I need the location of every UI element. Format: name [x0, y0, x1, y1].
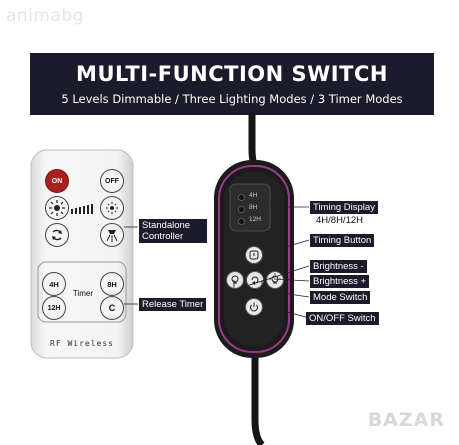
remote-release-timer-button[interactable]: C	[100, 296, 124, 320]
switch-indicator-4h-label: 4H	[249, 192, 258, 199]
brightness-level-icon	[71, 204, 93, 214]
watermark-logo-bottom: BAZAR	[367, 409, 445, 431]
switch-indicator-12h-label: 12H	[249, 216, 261, 223]
led-12h-indicator	[238, 218, 245, 225]
remote-brightness-up-button[interactable]	[100, 196, 124, 220]
banner-title: MULTI-FUNCTION SWITCH	[76, 62, 388, 86]
callout-timing-values: 4H/8H/12H	[316, 215, 363, 226]
led-8h-indicator	[238, 206, 245, 213]
remote-timer-8h-label: 8H	[107, 279, 117, 289]
remote-timer-4h-label: 4H	[49, 279, 59, 289]
remote-timer-4h-button[interactable]: 4H	[42, 272, 66, 296]
callout-mode-switch: Mode Switch	[310, 291, 371, 304]
banner-subtitle: 5 Levels Dimmable / Three Lighting Modes…	[61, 92, 403, 106]
callout-timing-button: Timing Button	[310, 234, 375, 247]
callout-timing-display: Timing Display	[310, 201, 378, 214]
cycle-arrows-icon	[52, 229, 62, 241]
remote-on-button[interactable]: ON	[45, 169, 69, 193]
remote-mode-button[interactable]	[100, 223, 124, 247]
remote-footer-label: RF Wireless	[50, 339, 114, 348]
remote-timer-label: Timer	[72, 289, 94, 298]
timer-clock-icon	[249, 250, 259, 260]
power-icon	[250, 302, 258, 312]
remote-cycle-button[interactable]	[45, 223, 69, 247]
remote-on-label: ON	[51, 177, 63, 185]
remote-off-label: OFF	[105, 177, 119, 185]
title-banner: MULTI-FUNCTION SWITCH 5 Levels Dimmable …	[30, 53, 434, 115]
brightness-sun-icon	[49, 200, 65, 216]
remote-timer-12h-button[interactable]: 12H	[42, 296, 66, 320]
remote-timer-8h-button[interactable]: 8H	[100, 272, 124, 296]
callout-brightness-minus: Brightness -	[310, 260, 367, 273]
watermark-logo-top: animabg	[6, 6, 84, 26]
switch-power-button[interactable]	[245, 298, 263, 316]
led-4h-indicator	[238, 194, 245, 201]
switch-indicator-8h-label: 8H	[249, 204, 258, 211]
remote-release-key-label: C	[108, 303, 116, 313]
lamp-rays-icon	[106, 230, 118, 242]
remote-brightness-down-button[interactable]	[45, 196, 69, 220]
switch-timing-button[interactable]	[245, 246, 263, 264]
callout-release-timer: Release Timer	[139, 298, 207, 311]
callout-brightness-plus: Brightness +	[310, 275, 370, 288]
callout-standalone-controller: Standalone Controller	[139, 219, 207, 243]
remote-control: ON OFF	[28, 148, 136, 360]
callout-on-off-switch: ON/OFF Switch	[306, 312, 379, 325]
remote-off-button[interactable]: OFF	[100, 169, 124, 193]
brightness-small-sun-icon	[106, 202, 118, 214]
remote-timer-12h-label: 12H	[47, 304, 61, 312]
